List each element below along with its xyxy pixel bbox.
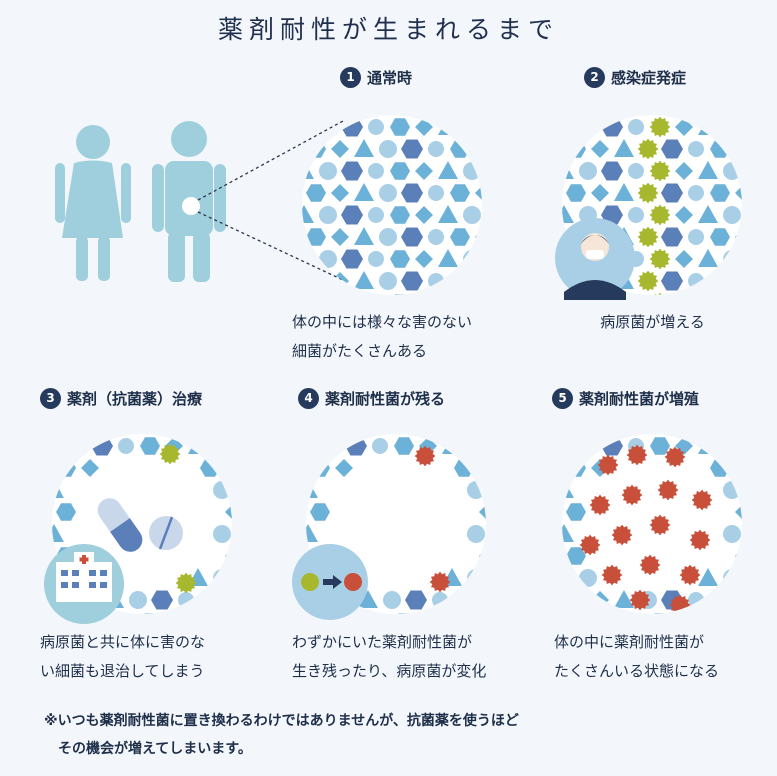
footnote: ※いつも薬剤耐性菌に置き換わるわけではありませんが、抗菌薬を使うほど その機会が… xyxy=(44,707,519,763)
step-1-caption: 体の中には様々な害のない 細菌がたくさんある xyxy=(292,308,472,366)
step-number-badge: 5 xyxy=(552,388,573,409)
tablet-icon xyxy=(149,516,183,550)
caption-line: 体の中には様々な害のない xyxy=(292,313,473,331)
step-4-heading: 4 薬剤耐性菌が残る xyxy=(298,388,445,409)
zoom-lines xyxy=(197,120,344,281)
step-label: 薬剤耐性菌が増殖 xyxy=(579,390,700,408)
bacteria-circle-resistant-grow xyxy=(562,434,742,614)
step-2-caption: 病原菌が増える xyxy=(560,308,745,337)
patient-mask-icon xyxy=(555,218,635,300)
caption-line: 細菌がたくさんある xyxy=(292,342,428,360)
step-label: 薬剤耐性菌が残る xyxy=(325,390,446,408)
step-label: 感染症発症 xyxy=(611,69,687,87)
step-label: 通常時 xyxy=(367,69,413,87)
arrow-right-icon xyxy=(323,575,342,589)
step-4-caption: わずかにいた薬剤耐性菌が 生き残ったり、病原菌が変化 xyxy=(292,628,486,686)
step-5-caption: 体の中に薬剤耐性菌が たくさんいる状態になる xyxy=(554,628,719,686)
caption-line: 病原菌が増える xyxy=(600,313,705,331)
hospital-icon xyxy=(44,544,124,624)
mutation-inset xyxy=(292,544,368,620)
woman-figure-icon xyxy=(55,125,131,281)
step-label: 薬剤（抗菌薬）治療 xyxy=(67,390,203,408)
caption-line: 病原菌と共に体に害のな xyxy=(40,633,206,651)
page-title: 薬剤耐性が生まれるまで xyxy=(217,15,559,44)
caption-line: わずかにいた薬剤耐性菌が xyxy=(292,633,473,651)
step-number-badge: 2 xyxy=(584,67,605,88)
footnote-line-2: その機会が増えてしまいます。 xyxy=(58,741,252,757)
step-1-heading: 1 通常時 xyxy=(340,67,412,88)
step-2-heading: 2 感染症発症 xyxy=(584,67,686,88)
caption-line: 生き残ったり、病原菌が変化 xyxy=(292,662,487,680)
footnote-line-1: ※いつも薬剤耐性菌に置き換わるわけではありませんが、抗菌薬を使うほど xyxy=(44,713,519,729)
caption-line: たくさんいる状態になる xyxy=(554,662,720,680)
capsule-icon xyxy=(97,498,143,552)
step-number-badge: 4 xyxy=(298,388,319,409)
step-number-badge: 3 xyxy=(40,388,61,409)
step-number-badge: 1 xyxy=(340,67,361,88)
step-3-heading: 3 薬剤（抗菌薬）治療 xyxy=(40,388,202,409)
caption-line: 体の中に薬剤耐性菌が xyxy=(554,633,705,651)
bacteria-circle-normal xyxy=(302,115,482,295)
step-3-caption: 病原菌と共に体に害のな い細菌も退治してしまう xyxy=(40,628,205,686)
caption-line: い細菌も退治してしまう xyxy=(40,662,205,680)
man-figure-icon xyxy=(152,121,226,282)
step-5-heading: 5 薬剤耐性菌が増殖 xyxy=(552,388,699,409)
